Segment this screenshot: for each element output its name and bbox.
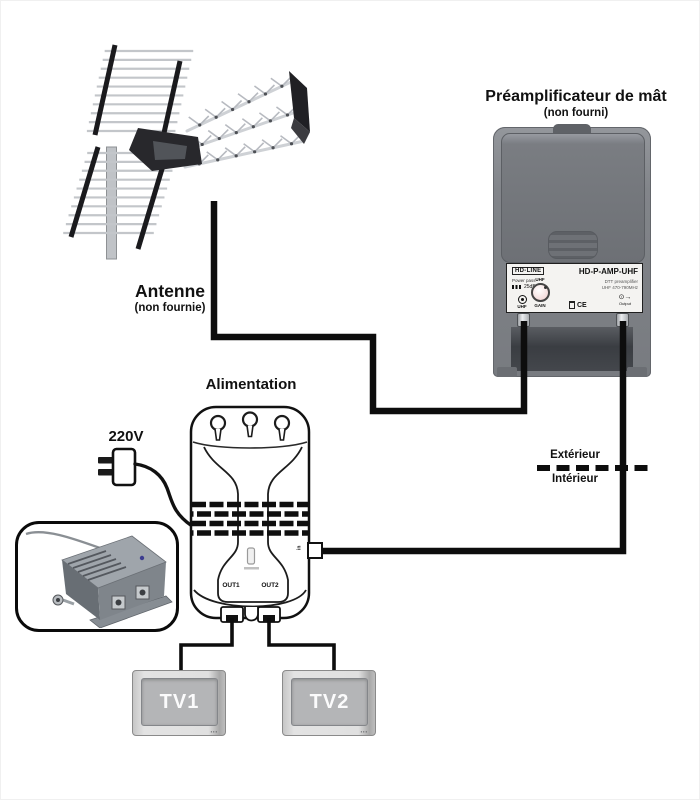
- out2-connector: [263, 615, 275, 622]
- device-cord: [25, 530, 101, 550]
- f-connector-output: [616, 313, 629, 327]
- out2-label: OUT2: [261, 582, 279, 589]
- device-vent-ridges: [67, 550, 127, 581]
- preamp-bottom-recess: [511, 327, 633, 371]
- side-input-port: [307, 542, 323, 559]
- preamp-subtitle: (non fourni): [543, 107, 609, 119]
- antenna-hub-highlight: [153, 141, 187, 160]
- plug-body: [111, 447, 137, 487]
- tv2-set: TV2 ▪▪▪: [282, 670, 376, 736]
- vent-slots: [192, 501, 308, 536]
- preamplifier-device: HD-LINE HD-P-AMP-UHF DTT preamplifier UH…: [493, 124, 651, 377]
- device-f-connector-pin: [115, 599, 122, 606]
- mains-plug-icon: [98, 447, 194, 528]
- power-supply-title: Alimentation: [205, 376, 297, 393]
- tv1-label: TV1: [159, 690, 200, 713]
- ce-mark-group: CE: [569, 301, 587, 309]
- mains-cord: [133, 462, 194, 528]
- preamp-foot: [497, 367, 517, 377]
- preamp-mount-tab: [553, 124, 591, 134]
- preamp-grip-icon: [548, 231, 598, 259]
- output-label: Output: [618, 301, 631, 306]
- knob-label-bottom: GAIN: [534, 303, 546, 308]
- preamp-lid: [501, 133, 645, 263]
- power-supply-cap-line: [192, 441, 308, 449]
- out1-label: OUT1: [222, 582, 240, 589]
- antenna-director-elements: [187, 76, 302, 166]
- power-inserter-photo: [25, 530, 173, 628]
- output-group: ⊙→ Output: [612, 294, 638, 306]
- out1-connector: [226, 615, 238, 622]
- f-connector-input: [517, 313, 530, 327]
- antenna-graphic: [63, 44, 310, 260]
- knob-label-top: UHF: [535, 277, 545, 282]
- tv-buttons-icon: ▪▪▪: [210, 729, 218, 734]
- keyhole-icon: [241, 411, 259, 428]
- model-number: HD-P-AMP-UHF: [578, 267, 638, 276]
- preamp-foot: [627, 367, 647, 377]
- preamp-title: Préamplificateur de mât: [485, 88, 667, 105]
- brand-logo: HD-LINE: [512, 267, 545, 275]
- device-f-connector-pin: [139, 589, 146, 596]
- exterior-label: Extérieur: [550, 449, 600, 461]
- tv2-label: TV2: [309, 690, 350, 713]
- tv1-set: TV1 ▪▪▪: [132, 670, 226, 736]
- weee-bin-icon: [569, 301, 575, 309]
- inner-mark: [244, 567, 259, 570]
- antenna-mast: [106, 146, 117, 260]
- bottom-notch: [244, 607, 259, 622]
- antenna-sublabel: (non fournie): [134, 302, 206, 314]
- keyhole-icon: [209, 414, 227, 432]
- output-connector-icon: ⊙→: [618, 294, 632, 301]
- mounting-keyholes: [209, 411, 291, 441]
- gain-knob: [530, 283, 550, 302]
- plug-prong-bottom: [98, 469, 113, 476]
- device-side-connector-pin: [56, 598, 60, 602]
- antenna-end-cap-lower: [291, 118, 310, 144]
- connector-icon: [517, 295, 527, 304]
- keyhole-icon: [273, 414, 291, 432]
- side-port-label: in: [296, 545, 303, 550]
- gain-value: 25dB: [524, 284, 536, 290]
- ce-mark: CE: [577, 301, 587, 309]
- plug-prong-top: [98, 457, 113, 464]
- device-left-face: [62, 560, 100, 620]
- antenna-label: Antenne: [135, 281, 205, 301]
- mains-voltage-label: 220V: [108, 428, 144, 445]
- tv-buttons-icon: ▪▪▪: [360, 729, 368, 734]
- device-side-stub: [62, 598, 75, 606]
- uhf-input-group: UHF: [514, 295, 530, 309]
- interior-label: Intérieur: [551, 473, 598, 485]
- power-supply-graphic: [189, 405, 323, 623]
- device-led: [139, 555, 145, 561]
- gain-knob-group: UHF GAIN: [525, 277, 555, 308]
- preamp-label-panel: HD-LINE HD-P-AMP-UHF DTT preamplifier UH…: [506, 263, 643, 313]
- power-inserter-closeup: [15, 521, 179, 632]
- tv2-screen: TV2: [291, 678, 368, 726]
- antenna-booms: [183, 79, 306, 169]
- spec-line-2: UHF 470-790MHz: [601, 285, 638, 290]
- tv1-screen: TV1: [141, 678, 218, 726]
- uhf-input-label: UHF: [517, 304, 527, 309]
- antenna-end-cap: [289, 71, 310, 132]
- spec-line-1: DTT preamplifier: [604, 279, 638, 284]
- inner-slot: [246, 547, 256, 565]
- power-supply-bottom-line: [193, 589, 307, 608]
- barcode-icon: [512, 285, 522, 289]
